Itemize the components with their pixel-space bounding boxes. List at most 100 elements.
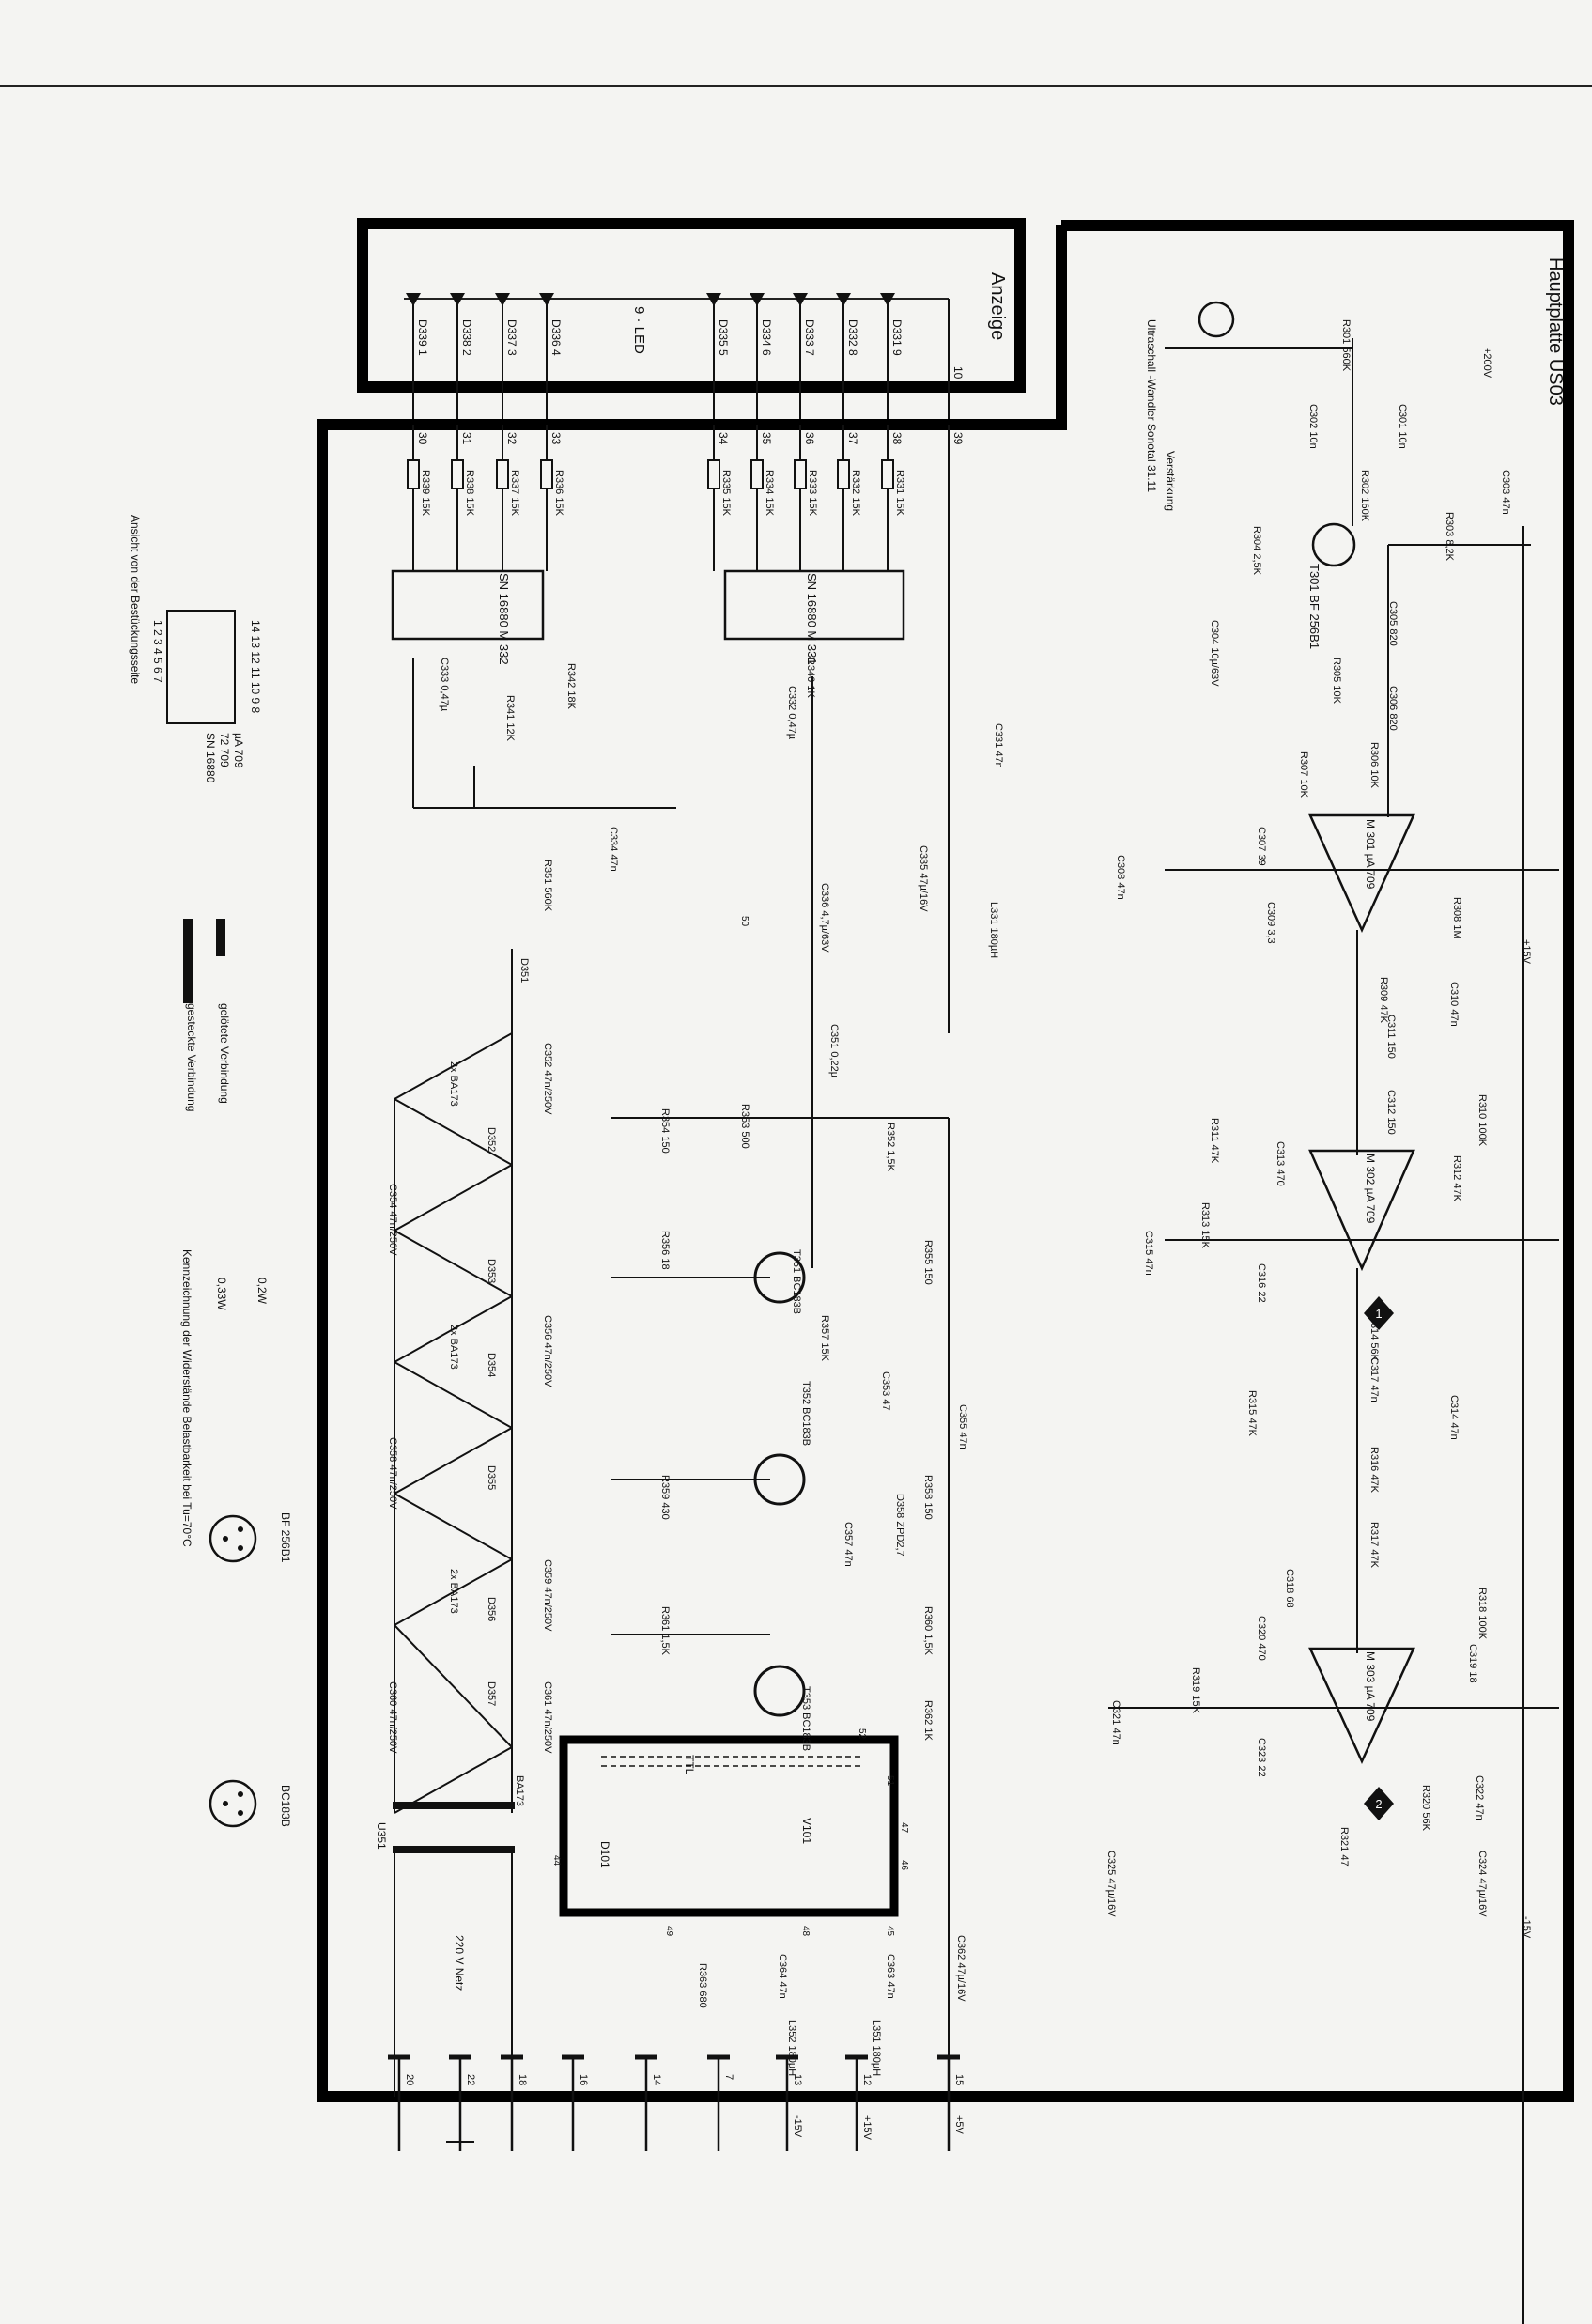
counter-part-label: C331 47n <box>993 723 1004 768</box>
amp-part-label: R321 47 <box>1338 1827 1350 1867</box>
svg-text:2: 2 <box>1375 1797 1382 1811</box>
resistor-label: R335 15K <box>720 470 732 517</box>
transformer-label: U351 <box>375 1822 388 1850</box>
amp-part-label: C313 470 <box>1275 1141 1286 1186</box>
led-diode <box>406 293 421 306</box>
terminal-number: 16 <box>578 2074 589 2085</box>
opamp-3-label: M 303 µA 709 <box>1364 1651 1377 1722</box>
counter-part-label: C357 47n <box>842 1522 854 1567</box>
pin-number: 49 <box>664 1926 674 1937</box>
led-diode <box>495 293 510 306</box>
amp-part-label: R307 10K <box>1298 751 1309 798</box>
amp-part-label: R313 15K <box>1199 1202 1211 1249</box>
amp-part-label: R310 100K <box>1476 1094 1488 1147</box>
led-diode <box>450 293 465 306</box>
terminal-number: 18 <box>517 2074 528 2085</box>
resistor-label: R332 15K <box>850 470 861 517</box>
marker-2: 2 <box>1364 1787 1394 1820</box>
counter-part-label: R357 15K <box>819 1315 830 1362</box>
resistor <box>707 459 720 489</box>
connector-pin: 36 <box>803 432 816 445</box>
opamp-3: M 303 µA 709 <box>1308 1647 1415 1765</box>
counter-part-label: R352 1,5K <box>885 1123 896 1172</box>
opamp-1-label: M 301 µA 709 <box>1364 819 1377 890</box>
board-title: Hauptplatte US03 <box>1545 257 1566 406</box>
multiplier-label: D356 <box>486 1597 497 1621</box>
amp-part-label: R304 2,5K <box>1251 526 1262 576</box>
photo-sensor-box <box>559 1735 899 1917</box>
amp-part-label: C302 10n <box>1307 404 1319 449</box>
amp-part-label: C324 47µ/16V <box>1476 1851 1488 1917</box>
resistor <box>750 459 764 489</box>
amp-part-label: R305 10K <box>1331 658 1342 705</box>
legend-ic-type-3: SN 16880 <box>204 733 217 783</box>
counter-part-label: T353 BC183B <box>800 1686 811 1751</box>
opamp-2-label: M 302 µA 709 <box>1364 1154 1377 1224</box>
connector-pin: 39 <box>951 432 965 445</box>
connector-pin: 32 <box>505 432 518 445</box>
amp-part-label: C311 150 <box>1385 1015 1397 1059</box>
gain-label: Verstärkung <box>1164 451 1177 511</box>
amp-part-label: C309 3,3 <box>1265 902 1276 944</box>
legend-ic-type-1: µA 709 <box>232 733 245 768</box>
transducer: Ultraschall -Wandler Sonotal 31.11 Verst… <box>1145 301 1235 511</box>
amp-part-label: C304 10µ/63V <box>1209 620 1220 687</box>
power-part-label: R363 680 <box>697 1963 708 2008</box>
amp-part-label: R315 47K <box>1246 1390 1258 1437</box>
power-part-label: C364 47n <box>777 1954 788 1999</box>
multiplier-label: C360 47n/250V <box>387 1681 398 1754</box>
resistor-label: R337 15K <box>509 470 520 517</box>
rail-label: -15V <box>792 2115 803 2138</box>
pin-number: 48 <box>800 1926 811 1937</box>
amp-part-label: C308 47n <box>1115 855 1126 900</box>
amp-part-label: R301 560K <box>1340 319 1352 372</box>
counter-part-label: R362 1K <box>922 1700 934 1741</box>
connector-pin: 38 <box>890 432 904 445</box>
resistor-label: R331 15K <box>894 470 905 517</box>
amp-part-label: C321 47n <box>1110 1700 1121 1745</box>
connector-pin: 33 <box>549 432 563 445</box>
multiplier-label: C361 47n/250V <box>542 1681 553 1754</box>
amp-part-label: R316 47K <box>1368 1447 1380 1494</box>
counter-part-label: R341 12K <box>504 695 516 742</box>
legend-resistor-033: 0,33W <box>215 1278 228 1310</box>
pin-number: 50 <box>739 916 750 927</box>
legend-pins-top: 14 13 12 11 10 9 8 <box>249 620 262 714</box>
connector-pin: 31 <box>460 432 473 445</box>
led-label: D334 6 <box>760 319 773 356</box>
amp-part-label: C319 18 <box>1467 1644 1478 1683</box>
pin-number: 51 <box>885 1775 895 1787</box>
legend-plugged: gesteckte Verbindung <box>185 1003 198 1111</box>
counter-part-label: L331 180µH <box>988 902 999 958</box>
connector-pin: 30 <box>416 432 429 445</box>
counter-part-label: C333 0,47µ <box>439 658 450 712</box>
terminal-number: 15 <box>953 2074 965 2085</box>
power-part-label: L352 180µH <box>786 2020 797 2076</box>
counter-part-label: R340 1K <box>805 658 816 698</box>
ic-u2-label: SN 16880 M 331 <box>805 573 819 665</box>
multiplier-label: D355 <box>486 1465 497 1490</box>
legend-resistor-02: 0,2W <box>255 1278 269 1305</box>
ic-counter-a: SN 16880 M 332 <box>391 569 545 665</box>
led-note: 9 · LED <box>631 306 647 354</box>
pin-number: 47 <box>899 1822 909 1834</box>
mains-label: 220 V Netz <box>453 1935 466 1991</box>
rail-label: +15V <box>861 2115 873 2141</box>
amp-part-label: C314 47n <box>1448 1395 1460 1440</box>
amp-part-label: C322 47n <box>1474 1775 1485 1820</box>
led-diode <box>880 293 895 306</box>
amp-part-label: C305 820 <box>1387 601 1399 646</box>
led-label: 10 <box>951 366 965 380</box>
resistor-label: R336 15K <box>553 470 564 517</box>
counter-part-label: R353 500 <box>739 1104 750 1149</box>
svg-text:1: 1 <box>1375 1307 1382 1321</box>
multiplier-label: C358 47n/250V <box>387 1437 398 1510</box>
resistor <box>881 459 894 489</box>
resistor <box>451 459 464 489</box>
counter-part-label: C336 4,7µ/63V <box>819 883 830 953</box>
led-label: D339 1 <box>416 319 429 356</box>
amp-part-label: C312 150 <box>1385 1090 1397 1135</box>
supply-label: +200V <box>1481 348 1492 379</box>
amp-part-label: R312 47K <box>1451 1155 1462 1202</box>
